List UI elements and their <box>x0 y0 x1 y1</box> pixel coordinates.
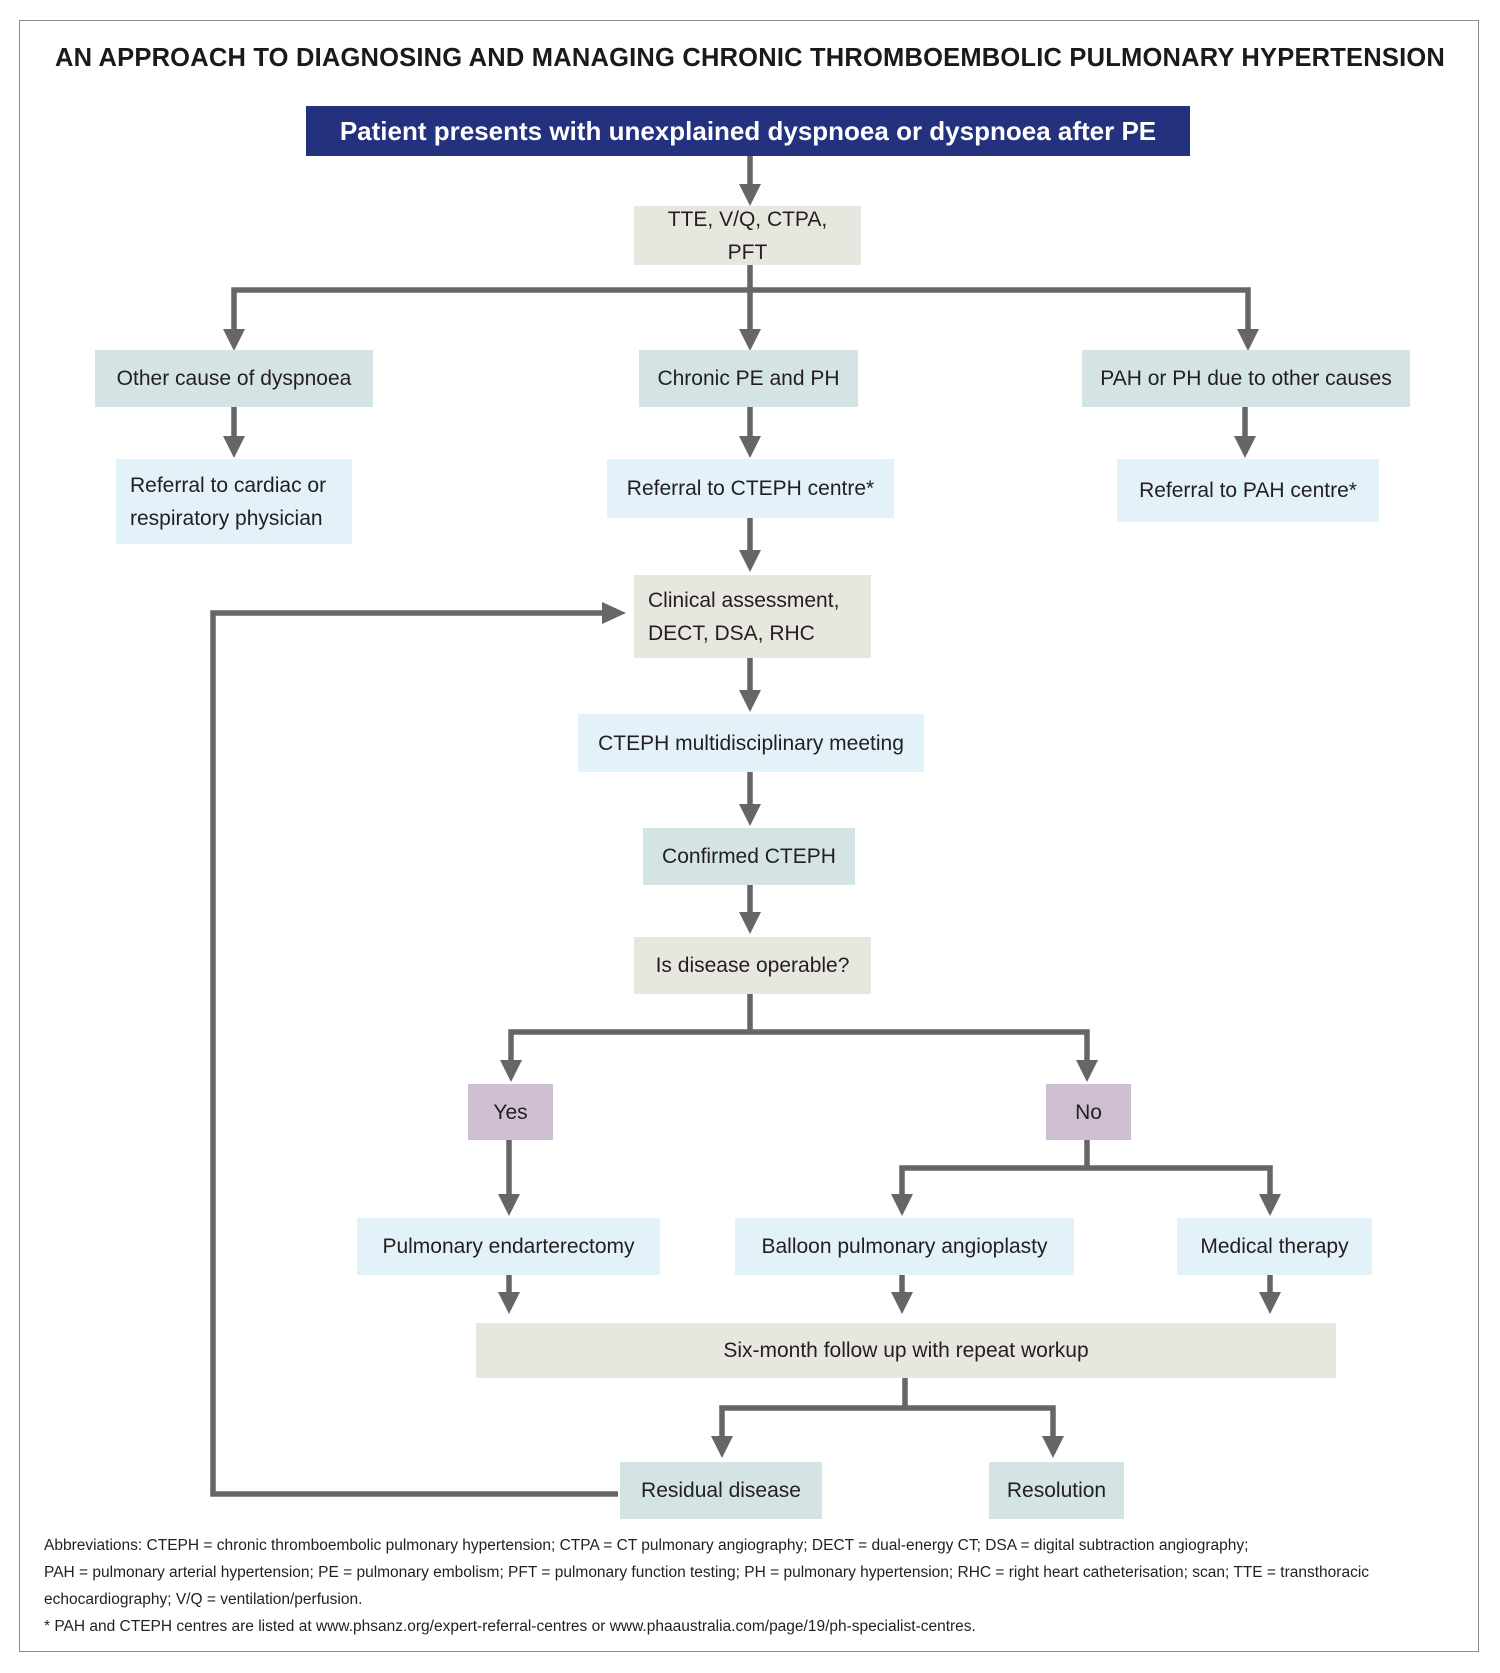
arrowhead <box>1259 1194 1281 1216</box>
connector-no-branches <box>899 1140 1273 1196</box>
arrowhead <box>223 329 245 351</box>
node-clinical-assessment: Clinical assessment, DECT, DSA, RHC <box>634 575 871 658</box>
node-confirmed-cteph: Confirmed CTEPH <box>643 828 855 885</box>
connector-tests-branches <box>231 265 1251 331</box>
arrowhead <box>602 602 626 624</box>
node-yes-label: Yes <box>493 1100 528 1124</box>
node-resolution: Resolution <box>989 1462 1124 1519</box>
node-referral-cardiac: Referral to cardiac or respiratory physi… <box>116 459 352 544</box>
arrowhead <box>739 550 761 572</box>
node-pah-other: PAH or PH due to other causes <box>1082 350 1410 407</box>
arrowhead <box>498 1194 520 1216</box>
node-pah-other-label: PAH or PH due to other causes <box>1100 367 1392 390</box>
node-chronic-pe: Chronic PE and PH <box>639 350 858 407</box>
node-start: Patient presents with unexplained dyspno… <box>306 106 1190 156</box>
node-mdt-meeting-label: CTEPH multidisciplinary meeting <box>598 731 904 755</box>
figure-title: AN APPROACH TO DIAGNOSING AND MANAGING C… <box>54 44 1446 72</box>
connector-followup-outcomes <box>719 1378 1056 1438</box>
node-follow-up: Six-month follow up with repeat workup <box>476 1323 1336 1378</box>
arrowhead <box>1237 329 1259 351</box>
arrowhead <box>711 1436 733 1458</box>
node-operable-question-label: Is disease operable? <box>655 954 850 977</box>
abbreviations-line3: echocardiography; V/Q = ventilation/perf… <box>44 1591 363 1608</box>
node-medical-therapy: Medical therapy <box>1177 1218 1372 1275</box>
node-referral-cardiac-line1: Referral to cardiac or <box>130 473 327 497</box>
arrowhead <box>739 436 761 458</box>
node-confirmed-cteph-label: Confirmed CTEPH <box>662 845 836 868</box>
figure-frame <box>19 20 1479 1652</box>
node-mdt-meeting: CTEPH multidisciplinary meeting <box>578 714 924 772</box>
arrowhead <box>1234 436 1256 458</box>
node-resolution-label: Resolution <box>1006 1479 1107 1502</box>
node-other-cause: Other cause of dyspnoea <box>95 350 373 407</box>
arrowhead <box>891 1194 913 1216</box>
arrowhead <box>1259 1292 1281 1314</box>
arrowhead <box>891 1292 913 1314</box>
node-chronic-pe-label: Chronic PE and PH <box>657 367 840 390</box>
node-no-label: No <box>1075 1100 1102 1124</box>
node-follow-up-label: Six-month follow up with repeat workup <box>723 1339 1089 1362</box>
node-bpa-label: Balloon pulmonary angioplasty <box>761 1235 1048 1258</box>
abbreviations-line2: PAH = pulmonary arterial hypertension; P… <box>44 1564 1370 1581</box>
node-initial-tests-label: TTE, V/Q, CTPA, PFT <box>667 207 828 264</box>
node-pulmonary-endarterectomy: Pulmonary endarterectomy <box>357 1218 660 1275</box>
node-referral-cteph-label: Referral to CTEPH centre* <box>626 477 875 500</box>
node-balloon-angioplasty: Balloon pulmonary angioplasty <box>735 1218 1074 1275</box>
arrowhead <box>739 912 761 934</box>
arrowhead <box>739 184 761 206</box>
node-no: No <box>1046 1084 1131 1140</box>
node-referral-cardiac-line2: respiratory physician <box>130 506 323 530</box>
arrowhead <box>1042 1436 1064 1458</box>
arrowhead <box>739 804 761 826</box>
connector-operable-branches <box>508 994 1090 1062</box>
node-start-label: Patient presents with unexplained dyspno… <box>339 115 1157 146</box>
node-referral-pah: Referral to PAH centre* <box>1117 459 1379 522</box>
node-medical-therapy-label: Medical therapy <box>1200 1235 1349 1258</box>
node-referral-cteph: Referral to CTEPH centre* <box>607 459 894 518</box>
footer-notes: Abbreviations: CTEPH = chronic thromboem… <box>44 1532 1464 1640</box>
node-pea-label: Pulmonary endarterectomy <box>382 1235 635 1258</box>
node-referral-pah-label: Referral to PAH centre* <box>1139 479 1357 502</box>
node-residual-disease-label: Residual disease <box>641 1479 801 1502</box>
node-operable-question: Is disease operable? <box>634 937 871 994</box>
node-residual-disease: Residual disease <box>620 1462 822 1519</box>
arrowhead <box>739 329 761 351</box>
centres-footnote: * PAH and CTEPH centres are listed at ww… <box>44 1618 976 1635</box>
node-initial-tests: TTE, V/Q, CTPA, PFT <box>634 206 861 265</box>
node-yes: Yes <box>468 1084 553 1140</box>
arrowhead <box>500 1060 522 1082</box>
arrowhead <box>1076 1060 1098 1082</box>
node-clinical-line1: Clinical assessment, <box>648 588 840 612</box>
abbreviations-line1: Abbreviations: CTEPH = chronic thromboem… <box>44 1537 1249 1554</box>
connector-residual-loop <box>210 610 618 1497</box>
arrowhead <box>498 1292 520 1314</box>
arrowhead <box>739 690 761 712</box>
arrowhead <box>223 436 245 458</box>
node-clinical-line2: DECT, DSA, RHC <box>648 621 815 645</box>
node-other-cause-label: Other cause of dyspnoea <box>116 367 352 390</box>
